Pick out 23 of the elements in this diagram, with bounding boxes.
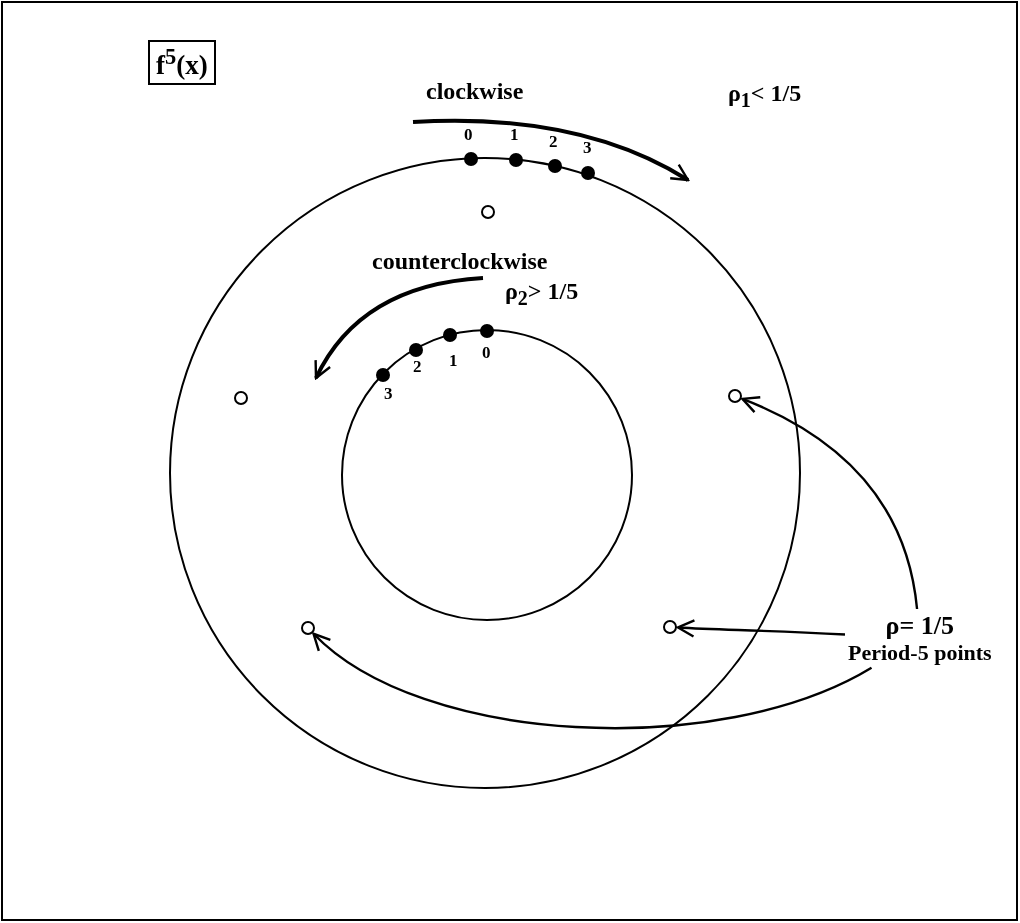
point-index: 0	[464, 125, 473, 145]
point-index: 2	[413, 357, 422, 377]
rotation-number-label: ρ= 1/5	[884, 612, 956, 641]
point-index: 3	[384, 384, 393, 404]
direction-label: counterclockwise	[372, 248, 548, 275]
leader-arrow	[741, 396, 919, 610]
point-index: 1	[449, 351, 458, 371]
period-point-circle	[663, 620, 677, 634]
caption-text: Period-5 points	[848, 640, 992, 665]
leader-arrow	[312, 632, 873, 730]
rotation-number-label: ρ$_{2}$> 1/5	[505, 278, 579, 310]
function-box: f$^{5}$(x)	[148, 40, 216, 85]
rotation-number-label: ρ$_{1}$< 1/5	[728, 80, 802, 112]
direction-label: clockwise	[426, 78, 524, 105]
period-point-circle	[301, 621, 315, 635]
point-index: 2	[549, 132, 558, 152]
period-point-circle	[234, 391, 248, 405]
period-point-circle	[481, 205, 495, 219]
point-index: 1	[510, 125, 519, 145]
period-point-circle	[728, 389, 742, 403]
leader-arrow	[676, 619, 846, 638]
point-index: 3	[583, 138, 592, 158]
point-index: 0	[482, 343, 491, 363]
